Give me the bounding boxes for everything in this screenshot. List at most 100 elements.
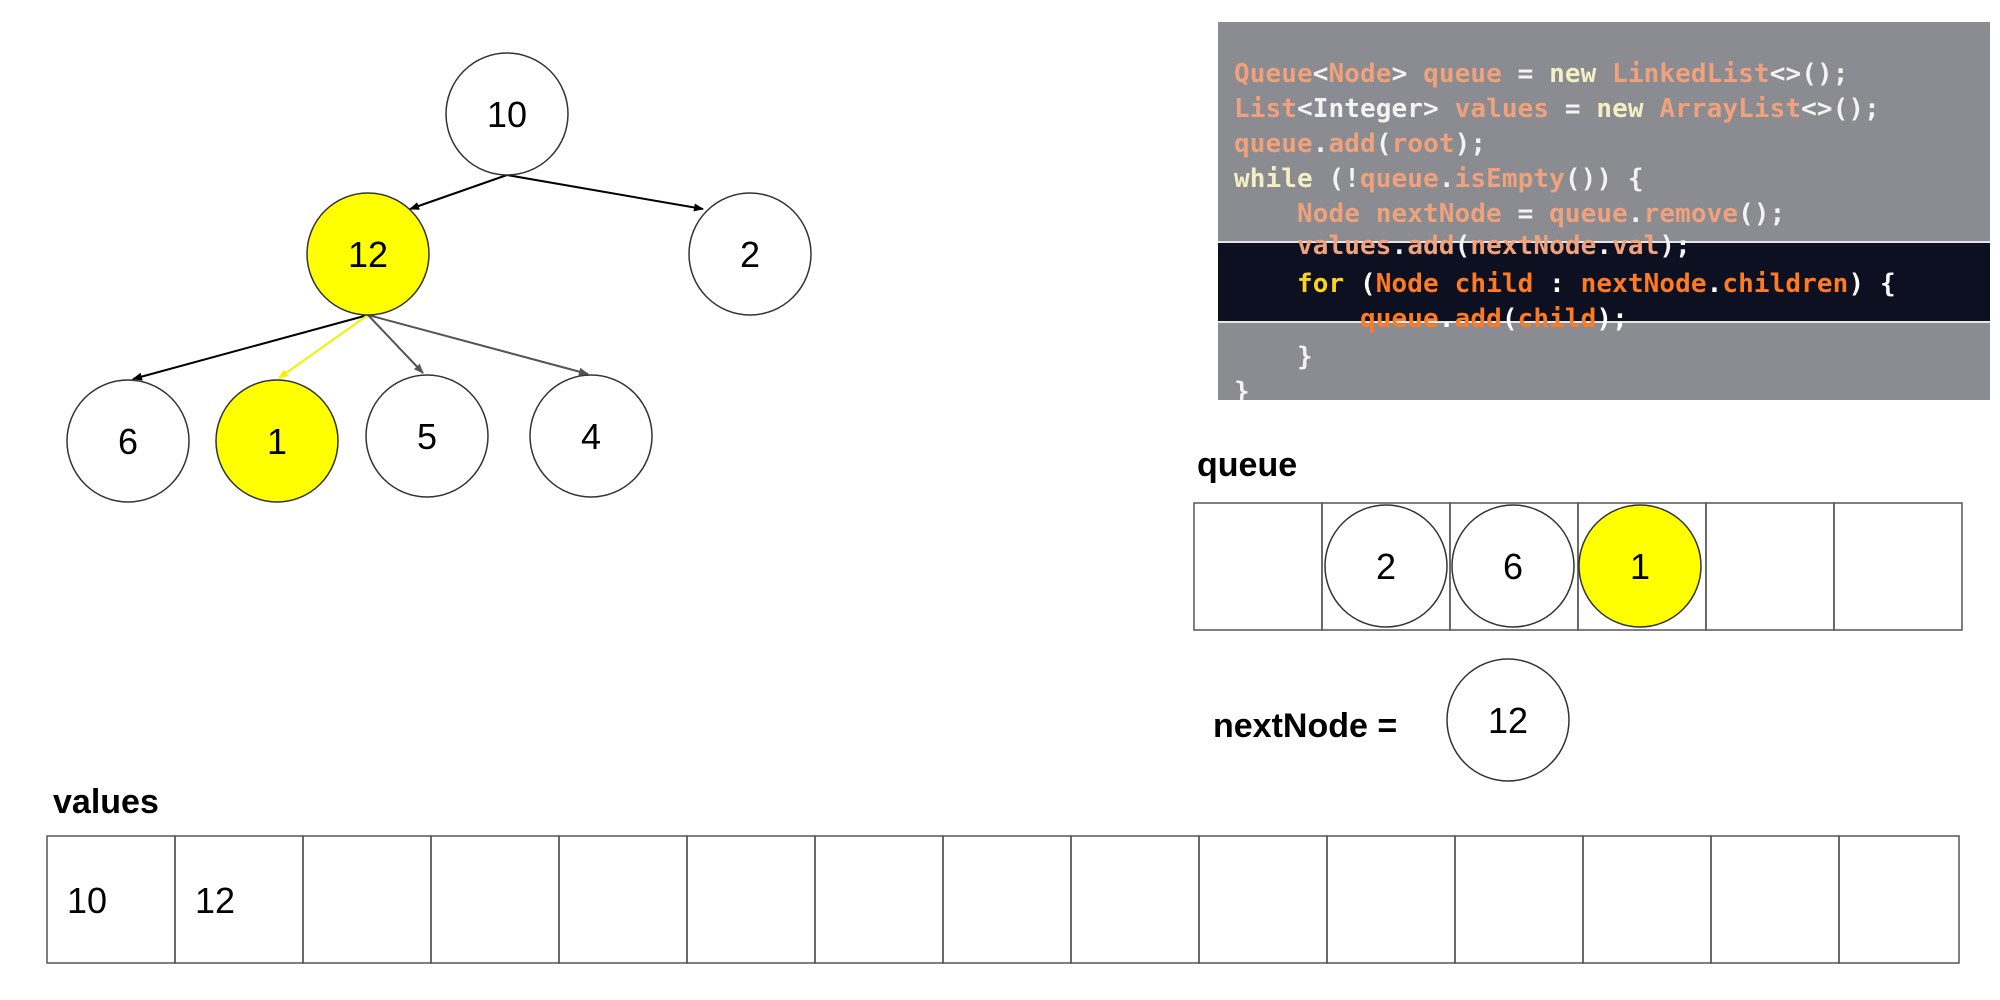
values-cell [558,835,688,964]
code-token: . [1438,304,1455,334]
values-cell [942,835,1072,964]
code-token: new [1549,59,1613,89]
code-token: add [1328,129,1376,159]
values-cell [1326,835,1456,964]
values-cell [814,835,944,964]
tree-node-4: 4 [529,374,653,498]
code-token: isEmpty [1454,164,1565,194]
queue-node-1: 1 [1578,504,1702,628]
queue-title: queue [1197,446,1298,484]
code-line: List<Integer> values = new ArrayList<>()… [1218,92,1990,127]
code-token: nextNode [1470,231,1597,261]
code-token: ( [1360,269,1376,299]
code-token: <>(); [1769,59,1849,89]
code-token: List [1234,94,1298,124]
next-node-label: nextNode = [1213,707,1398,745]
tree-node-5: 5 [365,374,489,498]
values-cell [1838,835,1960,964]
code-token: ) { [1848,269,1896,299]
code-token: = [1517,199,1550,229]
values-cell [302,835,432,964]
values-cell [1198,835,1328,964]
code-token: (); [1738,199,1786,229]
code-token: ( [1454,231,1471,261]
code-token: new [1596,94,1660,124]
tree-node-1: 1 [215,379,339,503]
code-token: ); [1596,304,1628,334]
tree-node-10: 10 [445,52,569,176]
code-line: Queue<Node> queue = new LinkedList<>(); [1218,57,1990,92]
code-token: for [1234,269,1361,299]
queue-node-2: 2 [1324,504,1448,628]
edge-10-12 [409,174,508,210]
values-item: 12 [195,880,235,921]
edge-12-4 [367,314,589,376]
code-token: val [1612,231,1660,261]
code-token: = [1517,59,1550,89]
code-token: ArrayList [1659,94,1802,124]
code-line: queue.add(root); [1218,127,1990,162]
code-line: while (!queue.isEmpty()) { [1218,162,1990,197]
code-line: } [1218,340,1990,375]
code-token: root [1391,129,1455,159]
next-node-circle: 12 [1446,658,1570,782]
values-cell [430,835,560,964]
code-token: queue [1234,129,1313,159]
code-token: > [1391,59,1408,89]
code-token: . [1596,231,1613,261]
values-cell [1070,835,1200,964]
svg-text:1: 1 [1630,546,1650,587]
tree-node-6: 6 [66,379,190,503]
svg-text:12: 12 [1488,700,1528,741]
code-token: : [1549,269,1581,299]
code-token: queue [1234,304,1439,334]
code-token: } [1234,342,1313,372]
code-token: child [1517,304,1597,334]
values-array: 10 12 [46,835,1960,964]
values-cell [1454,835,1584,964]
svg-text:2: 2 [1376,546,1396,587]
code-token: (! [1328,164,1361,194]
code-line: Node nextNode = queue.remove(); [1218,197,1990,232]
queue-node-6: 6 [1451,504,1575,628]
code-token: values [1234,231,1392,261]
code-token: . [1438,164,1455,194]
svg-text:2: 2 [740,234,760,275]
code-line: } [1218,375,1990,400]
code-token: Queue [1234,59,1313,89]
tree-node-2: 2 [688,192,812,316]
queue-cell [1705,502,1835,631]
code-token: > [1423,94,1439,124]
code-token: nextNode [1580,269,1707,299]
code-token: queue [1360,164,1439,194]
code-token: ); [1659,231,1691,261]
queue-array: 2 6 1 [1193,502,1963,631]
code-token: add [1407,231,1455,261]
code-token: Node [1328,59,1392,89]
values-item: 10 [67,880,107,921]
code-token: values [1438,94,1565,124]
queue-cell [1193,502,1323,631]
code-line-highlighted: queue.add(child); [1218,302,1990,337]
code-token: Node nextNode [1234,199,1518,229]
svg-text:4: 4 [581,416,601,457]
code-token: ( [1375,129,1392,159]
svg-text:1: 1 [267,421,287,462]
code-token: ()) { [1564,164,1644,194]
code-token: < [1297,94,1313,124]
code-token: . [1391,231,1408,261]
values-cell [686,835,816,964]
edge-12-6 [132,314,369,381]
code-token: ); [1454,129,1487,159]
edge-10-2 [506,174,704,212]
svg-text:10: 10 [487,94,527,135]
code-token: queue [1407,59,1518,89]
code-token: ( [1501,304,1518,334]
code-token: <>(); [1801,94,1880,124]
queue-cell [1833,502,1963,631]
code-token: while [1234,164,1329,194]
code-line: values.add(nextNode.val); [1218,229,1990,264]
code-token: Integer [1312,94,1424,124]
